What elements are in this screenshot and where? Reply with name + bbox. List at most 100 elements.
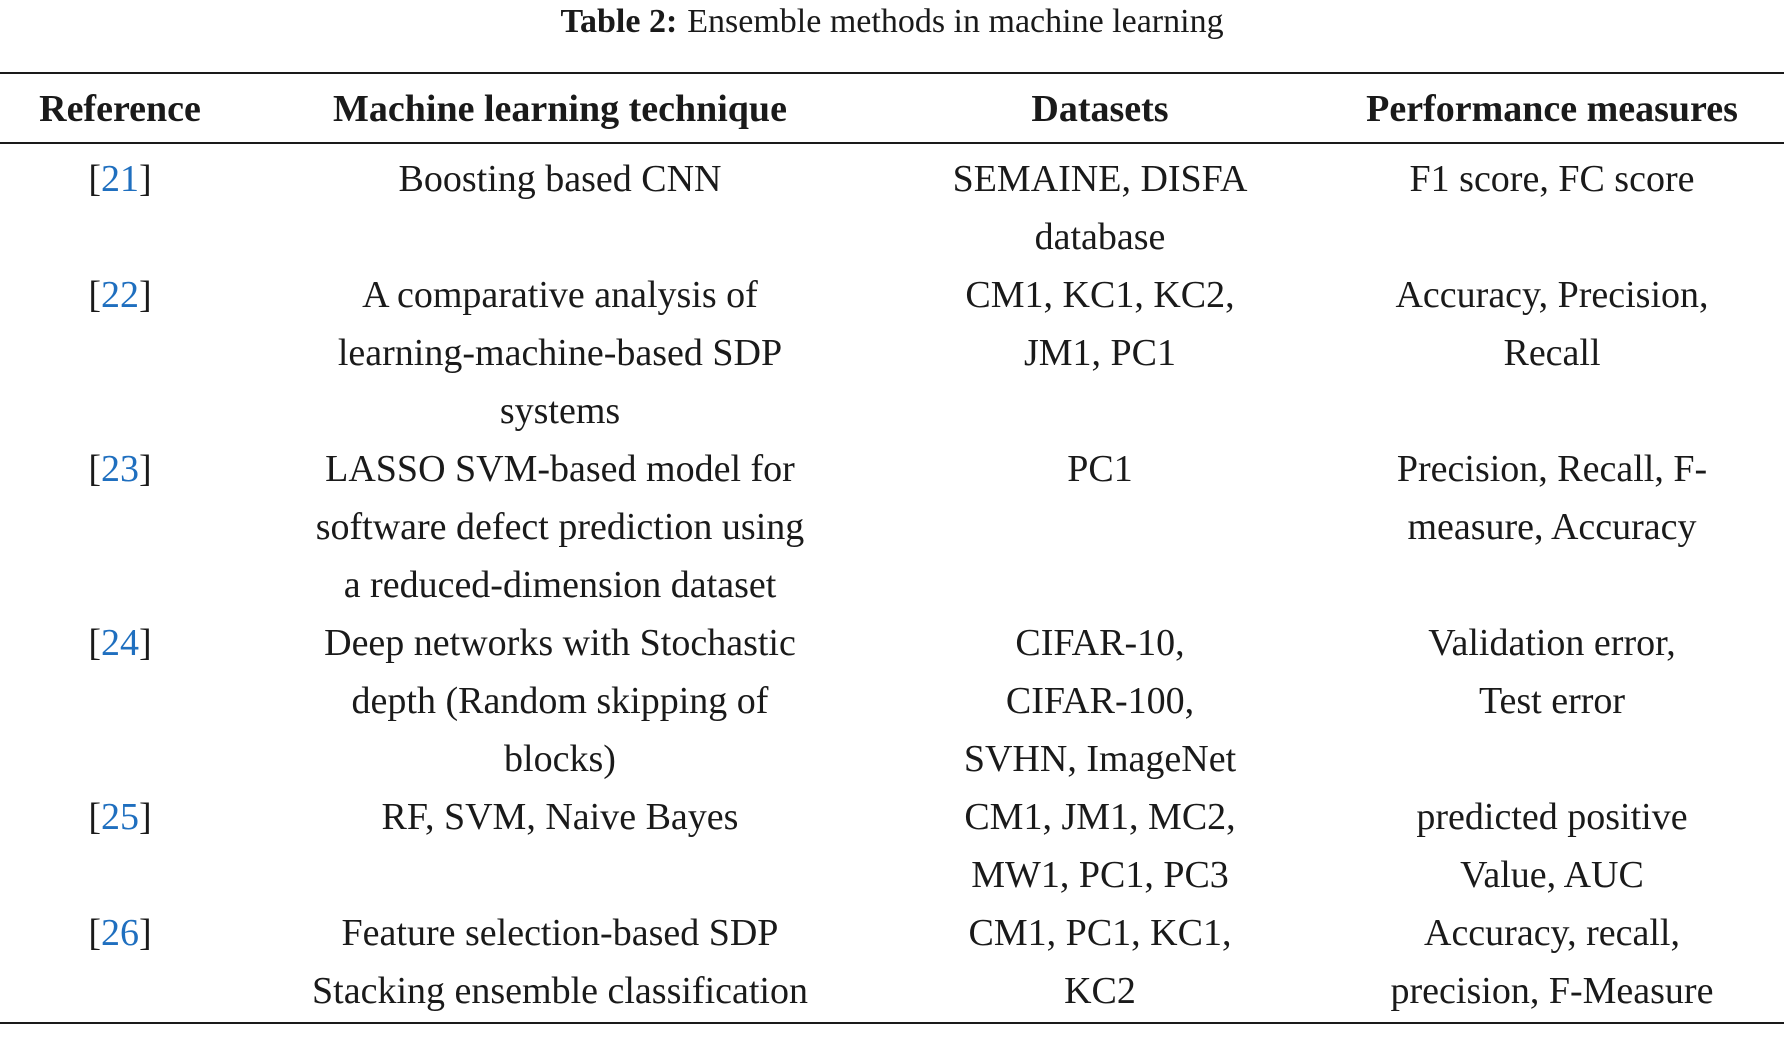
cell-measures-lines: Precision, Recall, F-measure, Accuracy <box>1397 440 1707 556</box>
cell-datasets: PC1 <box>880 440 1320 614</box>
cell-datasets-line: CM1, KC1, KC2, <box>965 274 1235 316</box>
reference-link[interactable]: 26 <box>101 912 139 954</box>
cell-measures-line: predicted positive <box>1416 796 1688 838</box>
bracket-open: [ <box>88 912 101 954</box>
table-caption-label: Table 2: <box>560 3 678 40</box>
cell-reference: [22] <box>0 266 240 440</box>
table-row: [23] LASSO SVM-based model for software de… <box>0 440 1784 614</box>
cell-technique-line: Boosting based CNN <box>398 158 722 200</box>
cell-technique-line: RF, SVM, Naive Bayes <box>381 796 739 838</box>
cell-technique-lines: RF, SVM, Naive Bayes <box>382 788 739 846</box>
cell-measures-line: F1 score, FC score <box>1409 158 1695 200</box>
cell-technique-line: software defect prediction using <box>315 506 805 548</box>
cell-datasets-line: JM1, PC1 <box>1023 332 1177 374</box>
cell-technique-line: learning-machine-based SDP <box>337 332 783 374</box>
cell-datasets-line: CIFAR-10, <box>1015 622 1185 664</box>
cell-measures-lines: Accuracy, recall, precision, F-Measure <box>1391 904 1714 1020</box>
reference-link[interactable]: 21 <box>101 158 139 200</box>
cell-measures-line: Value, AUC <box>1460 854 1644 896</box>
table-row: [25] RF, SVM, Naive Bayes CM1, JM1, MC2, MW… <box>0 788 1784 904</box>
cell-technique-line: Deep networks with Stochastic <box>324 622 796 664</box>
cell-datasets: SEMAINE, DISFA database <box>880 143 1320 266</box>
table-caption-text: Ensemble methods in machine learning <box>687 3 1224 40</box>
table-row: [24] Deep networks with Stochastic depth (… <box>0 614 1784 788</box>
cell-reference: [23] <box>0 440 240 614</box>
cell-technique: Feature selection-based SDP Stacking ense… <box>240 904 880 1024</box>
cell-measures-line: measure, Accuracy <box>1407 506 1697 548</box>
cell-datasets: CIFAR-10,CIFAR-100,SVHN, ImageNet <box>880 614 1320 788</box>
cell-technique-line: A comparative analysis of <box>362 274 758 316</box>
cell-technique-line: Stacking ensemble classification <box>312 970 808 1012</box>
cell-measures-lines: Validation error, Test error <box>1428 614 1676 730</box>
cell-technique-lines: A comparative analysis of learning-machin… <box>338 266 782 440</box>
table-row: [22] A comparative analysis of learning-ma… <box>0 266 1784 440</box>
cell-measures-line: Accuracy, Precision, <box>1395 274 1709 316</box>
bracket-close: ] <box>139 912 152 954</box>
table-row: [26] Feature selection-based SDP Stacking … <box>0 904 1784 1024</box>
cell-datasets-lines: PC1 <box>1067 440 1132 498</box>
cell-technique-lines: Deep networks with Stochastic depth (Rand… <box>324 614 796 788</box>
header-reference: Reference <box>0 72 240 144</box>
cell-reference: [26] <box>0 904 240 1024</box>
cell-technique-lines: LASSO SVM-based model for software defect… <box>316 440 805 614</box>
cell-technique-line: LASSO SVM-based model for <box>325 448 795 490</box>
cell-datasets-line: MW1, PC1, PC3 <box>971 854 1229 896</box>
cell-measures: Accuracy, Precision, Recall <box>1320 266 1784 440</box>
cell-technique: Boosting based CNN <box>240 143 880 266</box>
reference-link[interactable]: 23 <box>101 448 139 490</box>
cell-reference: [24] <box>0 614 240 788</box>
cell-technique-line: systems <box>499 390 621 432</box>
bracket-open: [ <box>88 796 101 838</box>
bracket-open: [ <box>88 448 101 490</box>
bracket-open: [ <box>88 622 101 664</box>
bracket-close: ] <box>139 622 152 664</box>
cell-datasets-line: CM1, JM1, MC2, <box>964 796 1236 838</box>
cell-datasets-lines: SEMAINE, DISFA database <box>953 150 1248 266</box>
header-row: Reference Machine learning technique Dat… <box>0 72 1784 144</box>
cell-technique: Deep networks with Stochastic depth (Rand… <box>240 614 880 788</box>
reference-link[interactable]: 22 <box>101 274 139 316</box>
bracket-close: ] <box>139 796 152 838</box>
cell-technique-lines: Boosting based CNN <box>399 150 722 208</box>
cell-measures-line: Recall <box>1503 332 1601 374</box>
ensemble-methods-table: Reference Machine learning technique Dat… <box>0 72 1784 1024</box>
cell-datasets-line: PC1 <box>1067 448 1133 490</box>
bracket-close: ] <box>139 158 152 200</box>
cell-reference: [25] <box>0 788 240 904</box>
cell-measures-lines: Accuracy, Precision, Recall <box>1395 266 1708 382</box>
cell-datasets-lines: CIFAR-10,CIFAR-100,SVHN, ImageNet <box>964 614 1236 788</box>
header-datasets: Datasets <box>880 72 1320 144</box>
cell-measures-line: Validation error, <box>1428 622 1676 664</box>
cell-measures: F1 score, FC score <box>1320 143 1784 266</box>
cell-technique-line: Feature selection-based SDP <box>341 912 779 954</box>
cell-datasets-lines: CM1, JM1, MC2, MW1, PC1, PC3 <box>964 788 1235 904</box>
bracket-open: [ <box>88 274 101 316</box>
bracket-close: ] <box>139 448 152 490</box>
cell-reference: [21] <box>0 143 240 266</box>
cell-technique: LASSO SVM-based model for software defect… <box>240 440 880 614</box>
cell-datasets-line: database <box>1034 216 1166 258</box>
cell-measures-line: Precision, Recall, F- <box>1396 448 1708 490</box>
cell-datasets-line: SEMAINE, DISFA <box>952 158 1248 200</box>
table-body: [21] Boosting based CNN SEMAINE, DISFA data… <box>0 143 1784 1024</box>
cell-technique-line: a reduced-dimension dataset <box>343 564 777 606</box>
cell-datasets-line: CIFAR-100, <box>1005 680 1195 722</box>
cell-datasets-line: KC2 <box>1064 970 1136 1012</box>
reference-link[interactable]: 25 <box>101 796 139 838</box>
cell-measures-line: precision, F-Measure <box>1390 970 1714 1012</box>
cell-datasets: CM1, KC1, KC2, JM1, PC1 <box>880 266 1320 440</box>
cell-measures-line: Accuracy, recall, <box>1424 912 1680 954</box>
cell-datasets: CM1, PC1, KC1,KC2 <box>880 904 1320 1024</box>
cell-measures: Validation error, Test error <box>1320 614 1784 788</box>
header-technique: Machine learning technique <box>240 72 880 144</box>
cell-technique-line: depth (Random skipping of <box>351 680 769 722</box>
table-row: [21] Boosting based CNN SEMAINE, DISFA data… <box>0 143 1784 266</box>
cell-measures-line: Test error <box>1478 680 1626 722</box>
cell-measures-lines: F1 score, FC score <box>1410 150 1695 208</box>
reference-link[interactable]: 24 <box>101 622 139 664</box>
cell-measures: Accuracy, recall, precision, F-Measure <box>1320 904 1784 1024</box>
cell-datasets: CM1, JM1, MC2, MW1, PC1, PC3 <box>880 788 1320 904</box>
cell-measures: Precision, Recall, F-measure, Accuracy <box>1320 440 1784 614</box>
